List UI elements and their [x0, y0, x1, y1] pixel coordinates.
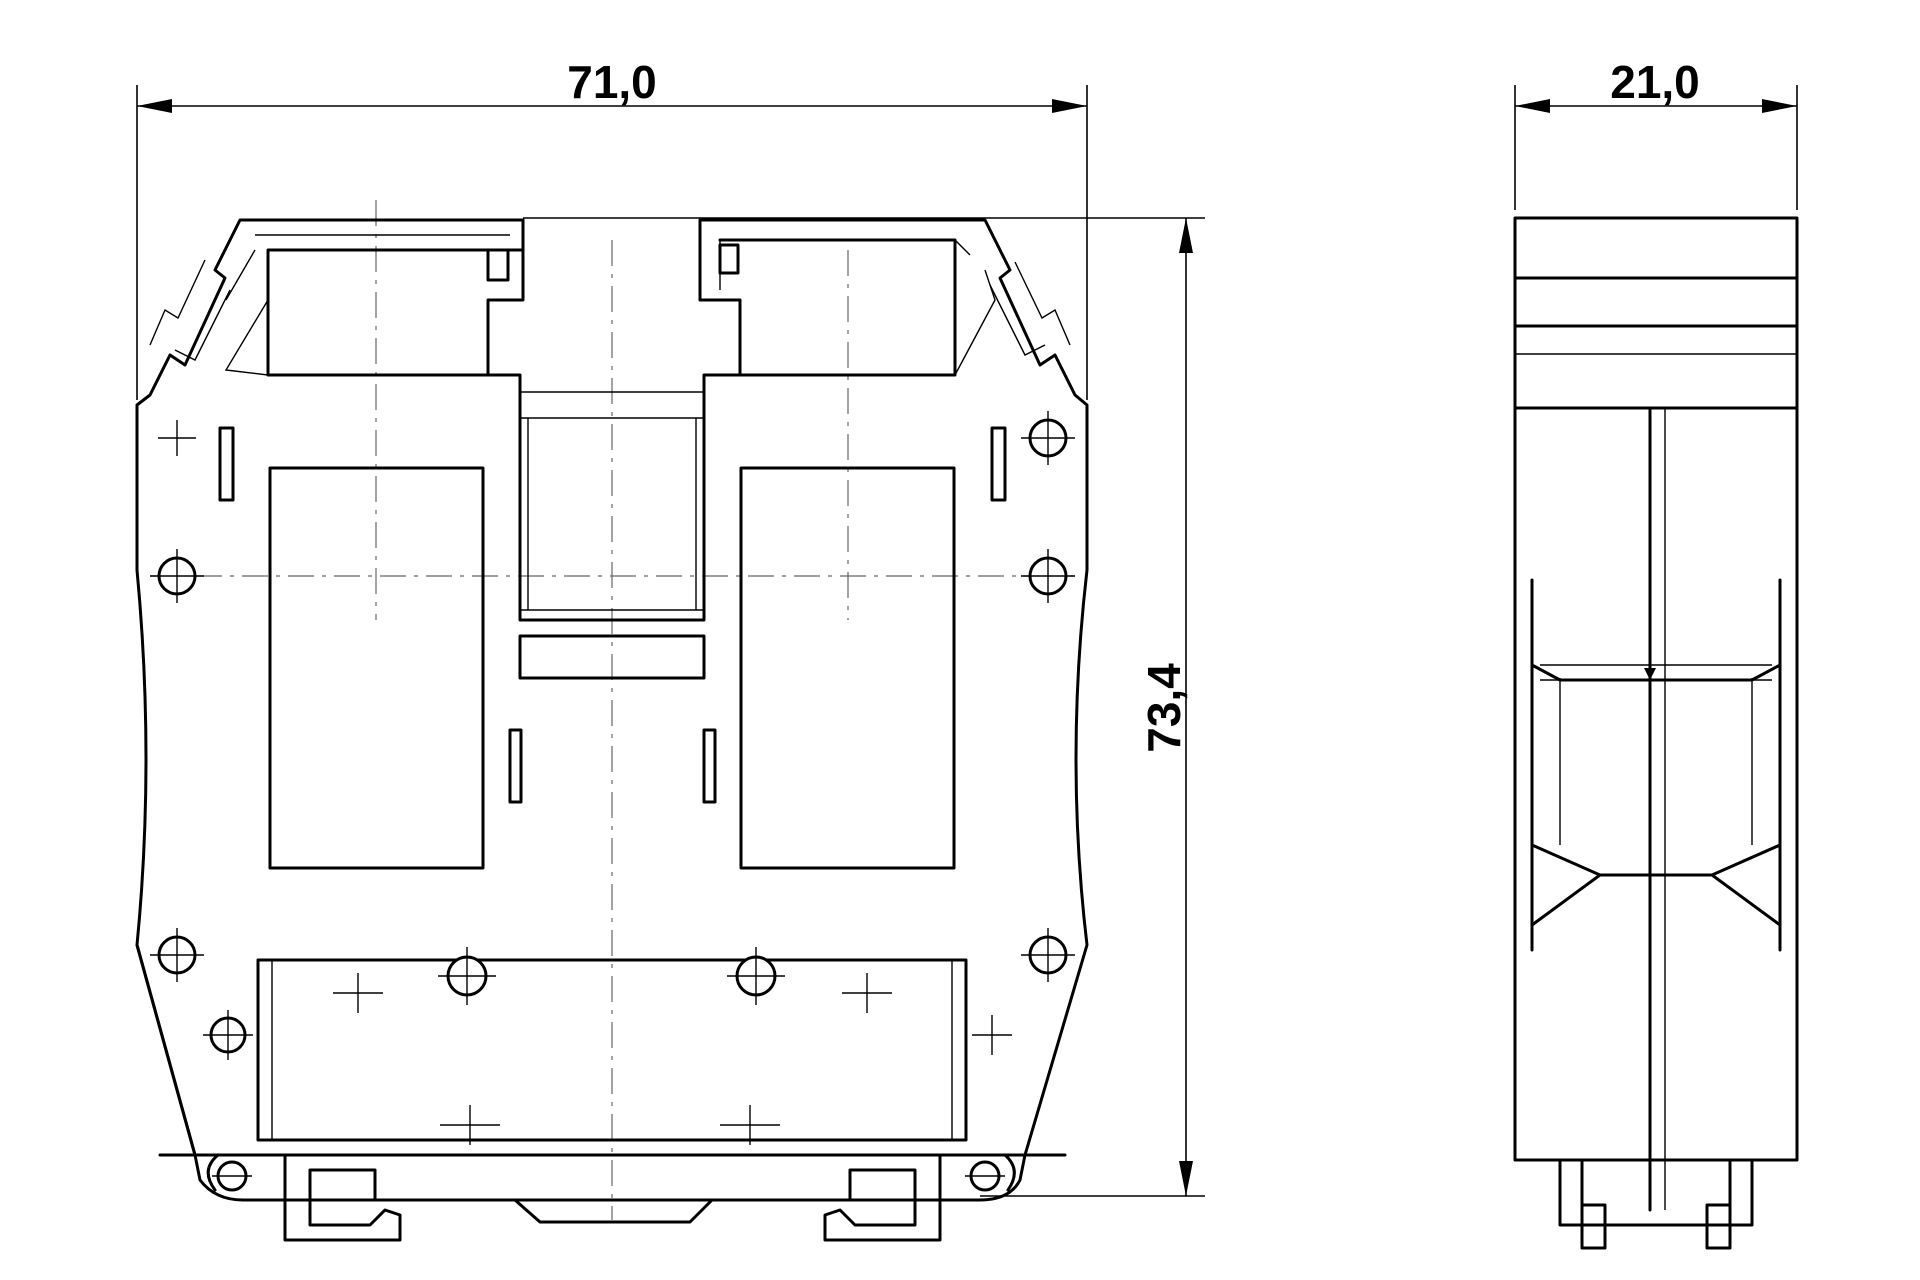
window-left	[268, 466, 485, 870]
rail-foot	[283, 1153, 942, 1242]
dimension-label-width-side: 21,0	[1610, 56, 1700, 108]
window-right	[739, 466, 956, 870]
dimension-label-height: 73,4	[1138, 663, 1190, 753]
front-view	[135, 200, 1089, 1242]
dimension-width-side: 21,0	[1514, 56, 1798, 210]
dimension-width-front: 71,0	[136, 56, 1088, 400]
side-body	[1513, 216, 1799, 1162]
side-view	[1513, 216, 1799, 1250]
dimension-label-width-front: 71,0	[567, 56, 657, 108]
center-slot	[518, 634, 706, 680]
dimension-height: 73,4	[523, 217, 1205, 1197]
housing-outline	[135, 218, 1089, 1202]
